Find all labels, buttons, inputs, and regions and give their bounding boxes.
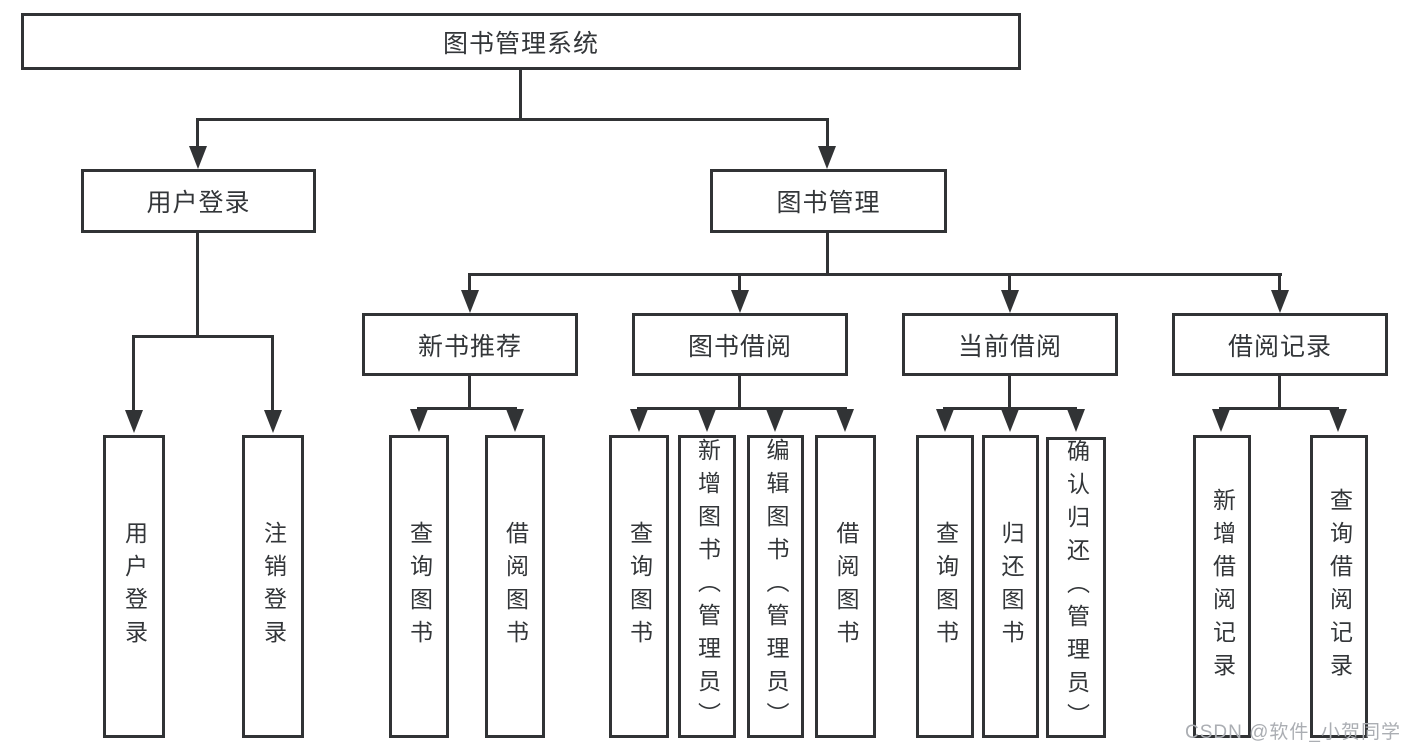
connector-group1-stem xyxy=(468,376,471,407)
leaf-user-login: 用户登录 xyxy=(103,435,165,738)
connector-bookmgmt-rail xyxy=(468,273,1282,276)
leaf-current-query-book: 查询图书 xyxy=(916,435,974,738)
node-root-label: 图书管理系统 xyxy=(442,29,599,58)
node-new-book-recommend-label: 新书推荐 xyxy=(417,332,522,361)
node-root: 图书管理系统 xyxy=(21,13,1021,70)
node-current-borrow-label: 当前借阅 xyxy=(957,332,1062,361)
leaf-return-book: 归还图书 xyxy=(982,435,1039,738)
leaf-confirm-return-admin: 确认归还（管理员） xyxy=(1046,437,1106,738)
leaf-logout-label: 注销登录 xyxy=(260,520,287,653)
leaf-query-borrow-record: 查询借阅记录 xyxy=(1310,435,1368,738)
leaf-logout: 注销登录 xyxy=(242,435,304,738)
node-book-borrow: 图书借阅 xyxy=(632,313,848,376)
arrowhead-login xyxy=(189,146,207,169)
connector-drop-leaf-logout xyxy=(271,335,274,410)
csdn-watermark: CSDN @软件_小贺同学 xyxy=(1185,722,1401,743)
arrowhead-group1-leaf-1 xyxy=(410,409,428,432)
arrowhead-leaf-logout xyxy=(264,410,282,433)
connector-bookmgmt-stem xyxy=(826,233,829,273)
arrowhead-group3-leaf-3 xyxy=(1067,409,1085,432)
leaf-confirm-return-admin-label: 确认归还（管理员） xyxy=(1063,439,1090,736)
connector-group4-rail xyxy=(1219,407,1339,410)
node-borrow-records: 借阅记录 xyxy=(1172,313,1388,376)
node-book-borrow-label: 图书借阅 xyxy=(687,332,792,361)
arrowhead-group2-leaf-4 xyxy=(836,409,854,432)
connector-root-rail xyxy=(196,118,829,121)
leaf-recommend-borrow-book-label: 借阅图书 xyxy=(502,520,529,653)
node-user-login-label: 用户登录 xyxy=(146,189,251,217)
leaf-query-borrow-record-label: 查询借阅记录 xyxy=(1326,487,1353,686)
node-book-management: 图书管理 xyxy=(710,169,947,233)
leaf-borrow-book-label: 借阅图书 xyxy=(833,520,859,653)
arrowhead-group-1 xyxy=(461,290,479,313)
connector-drop-group-3 xyxy=(1008,273,1011,290)
connector-drop-login xyxy=(196,118,199,146)
connector-drop-group-1 xyxy=(468,273,471,290)
connector-group3-stem xyxy=(1008,376,1011,407)
arrowhead-group-4 xyxy=(1271,290,1289,313)
leaf-return-book-label: 归还图书 xyxy=(998,520,1024,653)
leaf-add-borrow-record: 新增借阅记录 xyxy=(1193,435,1251,738)
connector-login-stem xyxy=(196,233,199,335)
connector-group2-rail xyxy=(637,407,847,410)
arrowhead-group1-leaf-2 xyxy=(506,409,524,432)
node-book-management-label: 图书管理 xyxy=(776,189,881,217)
leaf-add-borrow-record-label: 新增借阅记录 xyxy=(1209,487,1236,686)
arrowhead-group-2 xyxy=(731,290,749,313)
leaf-recommend-borrow-book: 借阅图书 xyxy=(485,435,545,738)
leaf-add-book-admin-label: 新增图书（管理员） xyxy=(694,438,721,735)
arrowhead-group3-leaf-2 xyxy=(1001,409,1019,432)
leaf-edit-book-admin-label: 编辑图书（管理员） xyxy=(763,438,789,735)
arrowhead-group2-leaf-2 xyxy=(698,409,716,432)
connector-root-stem xyxy=(519,70,522,118)
arrowhead-group4-leaf-2 xyxy=(1329,409,1347,432)
leaf-edit-book-admin: 编辑图书（管理员） xyxy=(747,435,804,738)
arrowhead-group-3 xyxy=(1001,290,1019,313)
arrowhead-bookmgmt xyxy=(818,146,836,169)
connector-group2-stem xyxy=(738,376,741,407)
node-borrow-records-label: 借阅记录 xyxy=(1227,332,1332,361)
leaf-borrow-book: 借阅图书 xyxy=(815,435,876,738)
leaf-recommend-query-book-label: 查询图书 xyxy=(406,520,433,653)
leaf-user-login-label: 用户登录 xyxy=(121,520,148,653)
connector-drop-bookmgmt xyxy=(826,118,829,146)
arrowhead-leaf-login xyxy=(125,410,143,433)
connector-group4-stem xyxy=(1278,376,1281,407)
node-new-book-recommend: 新书推荐 xyxy=(362,313,578,376)
arrowhead-group2-leaf-3 xyxy=(766,409,784,432)
connector-drop-group-4 xyxy=(1278,273,1281,290)
arrowhead-group2-leaf-1 xyxy=(630,409,648,432)
arrowhead-group4-leaf-1 xyxy=(1212,409,1230,432)
node-user-login: 用户登录 xyxy=(81,169,316,233)
connector-group1-rail xyxy=(417,407,517,410)
connector-drop-group-2 xyxy=(738,273,741,290)
connector-drop-leaf-login xyxy=(132,335,135,410)
leaf-borrow-query-book: 查询图书 xyxy=(609,435,669,738)
arrowhead-group3-leaf-1 xyxy=(936,409,954,432)
leaf-add-book-admin: 新增图书（管理员） xyxy=(678,435,736,738)
leaf-current-query-book-label: 查询图书 xyxy=(932,520,959,653)
leaf-recommend-query-book: 查询图书 xyxy=(389,435,449,738)
leaf-borrow-query-book-label: 查询图书 xyxy=(626,520,653,653)
connector-group3-rail xyxy=(943,407,1077,410)
node-current-borrow: 当前借阅 xyxy=(902,313,1118,376)
connector-login-rail xyxy=(132,335,274,338)
